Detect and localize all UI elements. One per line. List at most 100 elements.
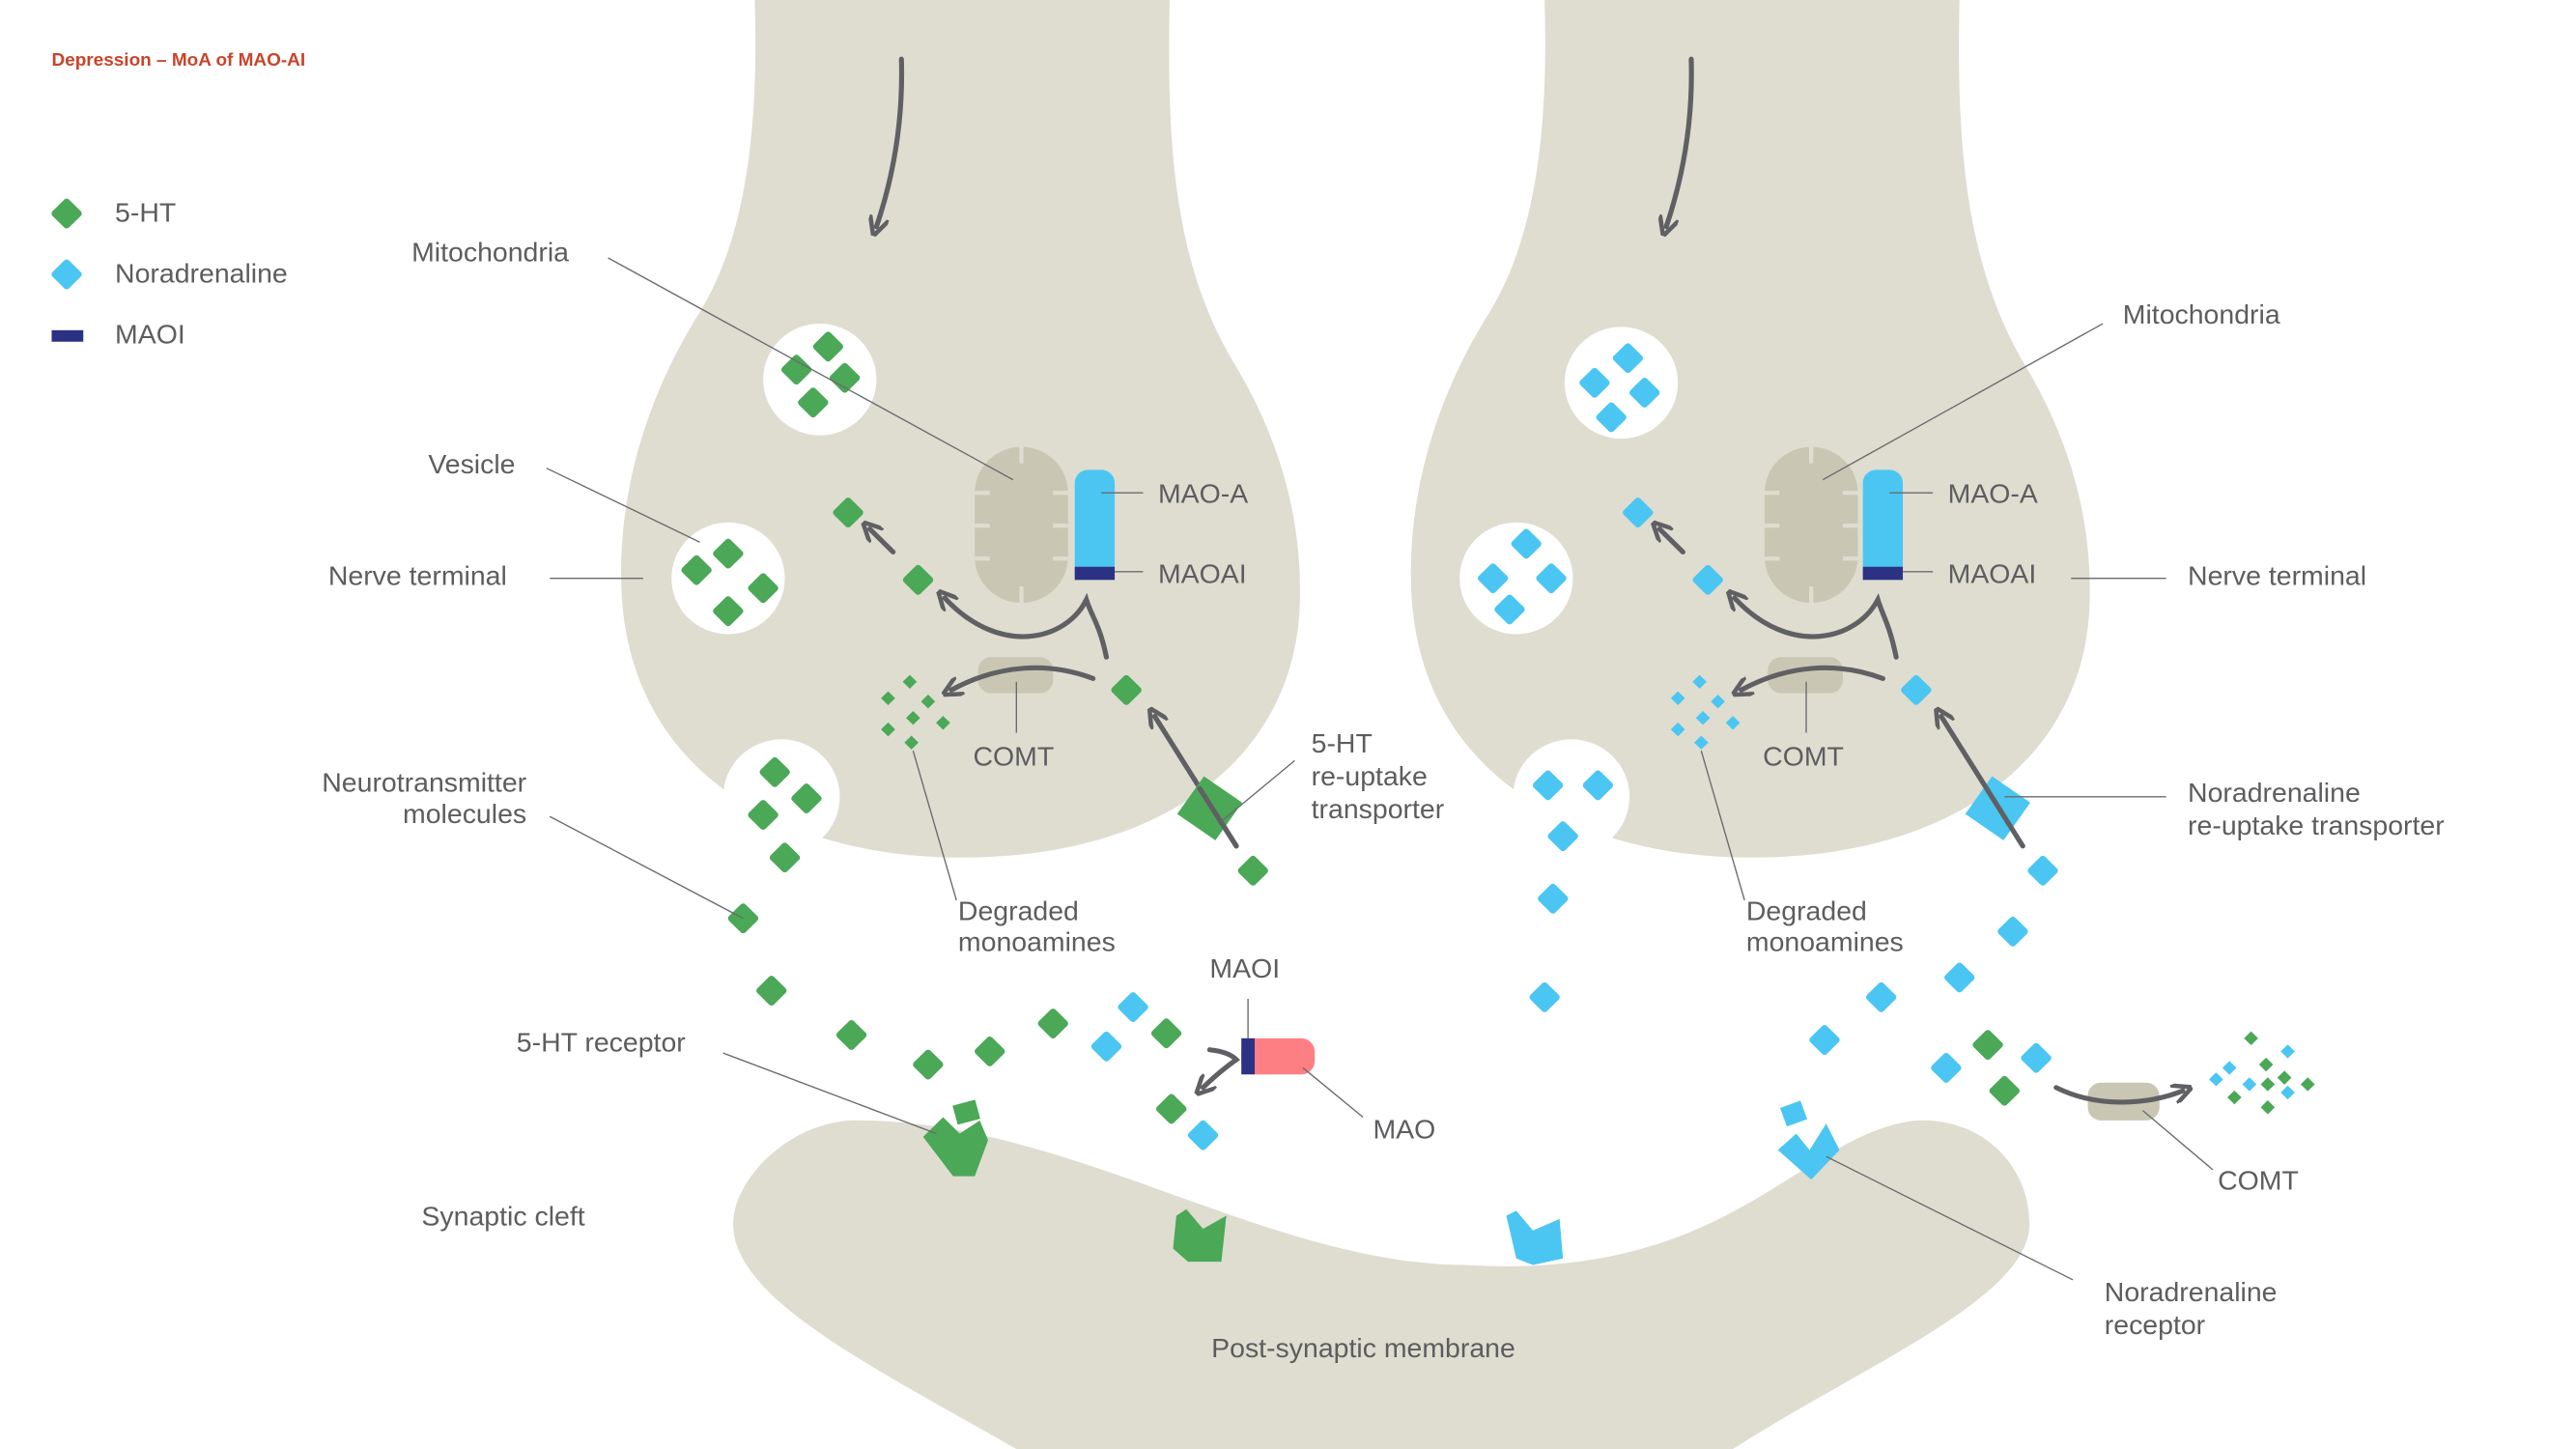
serotonin-receptor [922,1099,988,1177]
serotonin-molecule [835,1018,868,1052]
serotonin-molecule [1036,1007,1070,1040]
degraded-molecule [2260,1100,2276,1115]
label-degraded-right: Degraded [1746,895,1867,926]
noradrenaline-molecule [1929,1051,1963,1085]
label-5ht: 5-HT [1312,727,1373,758]
legend-label: MAOI [115,319,185,350]
arrow-icon [1197,785,1239,849]
degraded-molecule [2277,1070,2292,1085]
label-comt: COMT [973,741,1054,772]
degraded-molecule [2227,1090,2242,1105]
arrow-icon [876,56,905,226]
serotonin-molecule [1236,854,1270,888]
diagram-title: Depression – MoA of MAO-AI [51,49,305,70]
degraded-molecule [2209,1072,2223,1087]
degraded-molecule [2242,1077,2257,1092]
vesicle [1564,327,1679,440]
mao-a-enzyme [1074,469,1116,579]
label-noradrenaline-receptor: Noradrenaline [2105,1276,2278,1307]
legend: 5-HT Noradrenaline MAOI [49,197,288,350]
arrow-icon [1735,598,1899,660]
maoai-inhibitor [1074,566,1116,581]
noradrenaline-molecule [1186,1119,1220,1152]
label-comt-right: COMT [1763,741,1844,772]
degraded-molecule [2244,1031,2258,1046]
arrow-icon [1659,529,1685,554]
label-transporter: transporter [1312,793,1445,824]
legend-label: Noradrenaline [115,258,288,289]
label-mao: MAO [1373,1114,1435,1145]
label-molecules: molecules [403,798,526,829]
label-receptor: receptor [2105,1309,2205,1340]
serotonin-molecule [1154,1093,1188,1125]
label-synaptic-cleft: Synaptic cleft [421,1201,584,1232]
arrow-icon [2053,1088,2183,1105]
label-monoamines: monoamines [958,926,1116,957]
mao-a-enzyme [1862,469,1904,579]
legend-item-5ht: 5-HT [49,197,176,230]
arrow-icon [945,598,1110,660]
noradrenaline-molecule [1528,980,1562,1014]
label-comt-cleft: COMT [2218,1164,2299,1195]
green-diamond-icon [49,197,84,230]
noradrenaline-molecule [1116,990,1150,1024]
legend-item-noradrenaline: Noradrenaline [49,258,288,291]
navy-bar-icon [51,329,84,342]
leader-lines [546,257,2214,1281]
arrow-icon [1203,1047,1241,1088]
label-maoai-right: MAOAI [1948,558,2037,589]
degraded-molecule [2280,1044,2295,1059]
right-nerve-terminal-shape [1410,0,2090,858]
label-mitochondria-right: Mitochondria [2123,298,2280,329]
label-maoi: MAOI [1209,952,1280,983]
label-monoamines-right: monoamines [1746,926,1904,957]
noradrenaline-molecule [2025,854,2060,888]
degraded-molecule [2222,1061,2237,1075]
label-reuptake-transporter: re-uptake transporter [2188,810,2445,840]
degraded-molecule [2300,1077,2315,1092]
label-mao-a: MAO-A [1158,478,1248,509]
serotonin-receptor [1173,1208,1227,1263]
label-nerve-terminal: Nerve terminal [328,560,507,591]
label-vesicle: Vesicle [428,448,515,479]
serotonin-molecule [1988,1074,2022,1108]
noradrenaline-molecule [1942,961,1976,994]
label-mao-a-right: MAO-A [1948,478,2038,509]
serotonin-molecule [1970,1028,2005,1062]
label-post-synaptic-membrane: Post-synaptic membrane [1211,1332,1515,1363]
noradrenaline-molecule [2019,1041,2053,1075]
noradrenaline-molecule [1996,915,2029,949]
label-mitochondria: Mitochondria [411,237,569,268]
post-synaptic-membrane-shape [733,1120,2030,1449]
noradrenaline-molecule [1807,1023,1842,1057]
maoi-inhibitor [1241,1037,1255,1075]
label-noradrenaline-transporter: Noradrenaline [2188,777,2361,808]
mitochondria [1764,446,1858,604]
arrow-icon [870,529,896,554]
degraded-molecule [2280,1085,2295,1100]
left-nerve-terminal-shape [621,0,1300,858]
arrow-icon [1741,665,1885,690]
vesicle [763,324,877,436]
noradrenaline-molecule [1090,1030,1123,1064]
noradrenaline-receptor [1777,1100,1840,1180]
blue-diamond-icon [49,258,84,291]
legend-item-maoi: MAOI [51,319,185,350]
label-neurotransmitter: Neurotransmitter [322,767,526,798]
maoai-inhibitor [1862,566,1904,581]
noradrenaline-receptor [1506,1210,1564,1265]
serotonin-molecule [973,1035,1006,1068]
noradrenaline-molecule [1536,882,1570,916]
label-degraded: Degraded [958,895,1079,926]
serotonin-molecule [1149,1016,1183,1050]
arrow-icon [1941,716,2025,849]
vesicle [1459,522,1573,635]
serotonin-molecule [754,974,788,1008]
mao-enzyme [1241,1037,1316,1075]
degraded-molecule [2260,1077,2276,1092]
mitochondria [975,446,1068,604]
arrow-icon [951,665,1096,690]
vesicle [671,522,785,635]
label-5ht-receptor: 5-HT receptor [517,1027,686,1058]
